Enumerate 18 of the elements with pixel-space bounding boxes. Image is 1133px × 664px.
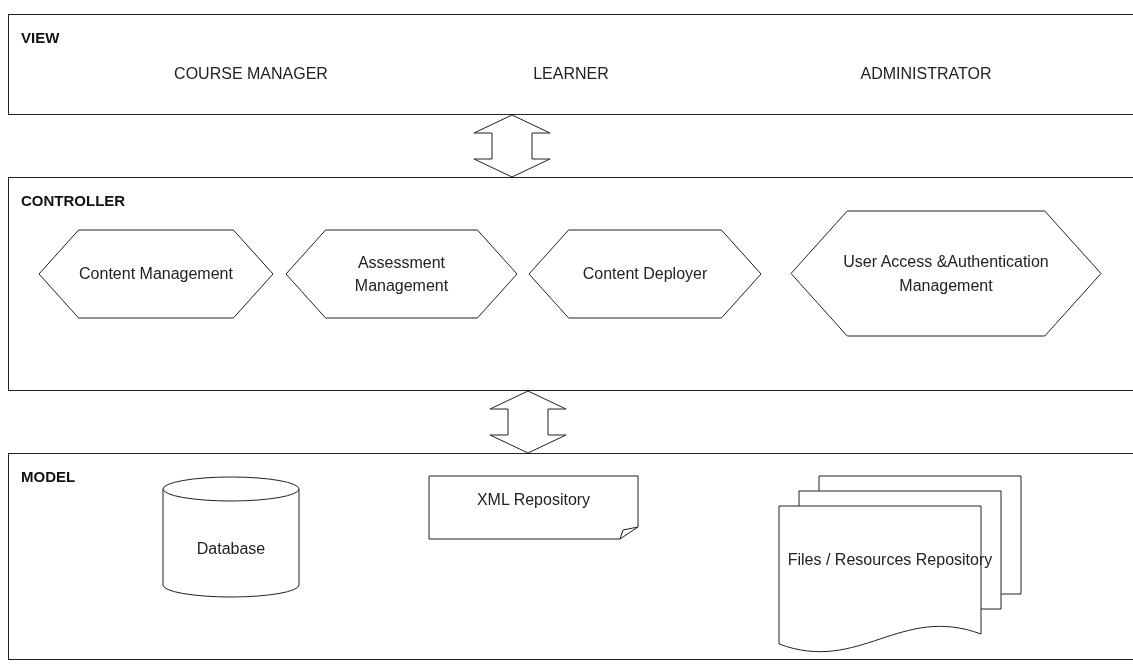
role-label: COURSE MANAGER: [174, 65, 328, 83]
controller-layer-panel: [8, 177, 1133, 391]
model-layer-panel: [8, 453, 1133, 660]
role-label: LEARNER: [533, 65, 609, 83]
role-label: ADMINISTRATOR: [860, 65, 992, 83]
view-layer-panel: [8, 14, 1133, 115]
module-label: Database: [196, 539, 266, 560]
layer-heading: VIEW: [21, 29, 60, 46]
module-label: XML Repository: [476, 489, 591, 510]
module-label: Content Deployer: [582, 264, 708, 285]
module-label: Content Management: [79, 264, 233, 285]
module-label: Assessment Management: [353, 252, 450, 296]
module-label: Files / Resources Repository: [787, 550, 993, 571]
module-label: User Access &Authentication Management: [842, 252, 1050, 296]
layer-heading: CONTROLLER: [21, 192, 126, 209]
double-arrow: [489, 390, 567, 454]
layer-heading: MODEL: [21, 468, 76, 485]
double-arrow: [473, 114, 551, 178]
